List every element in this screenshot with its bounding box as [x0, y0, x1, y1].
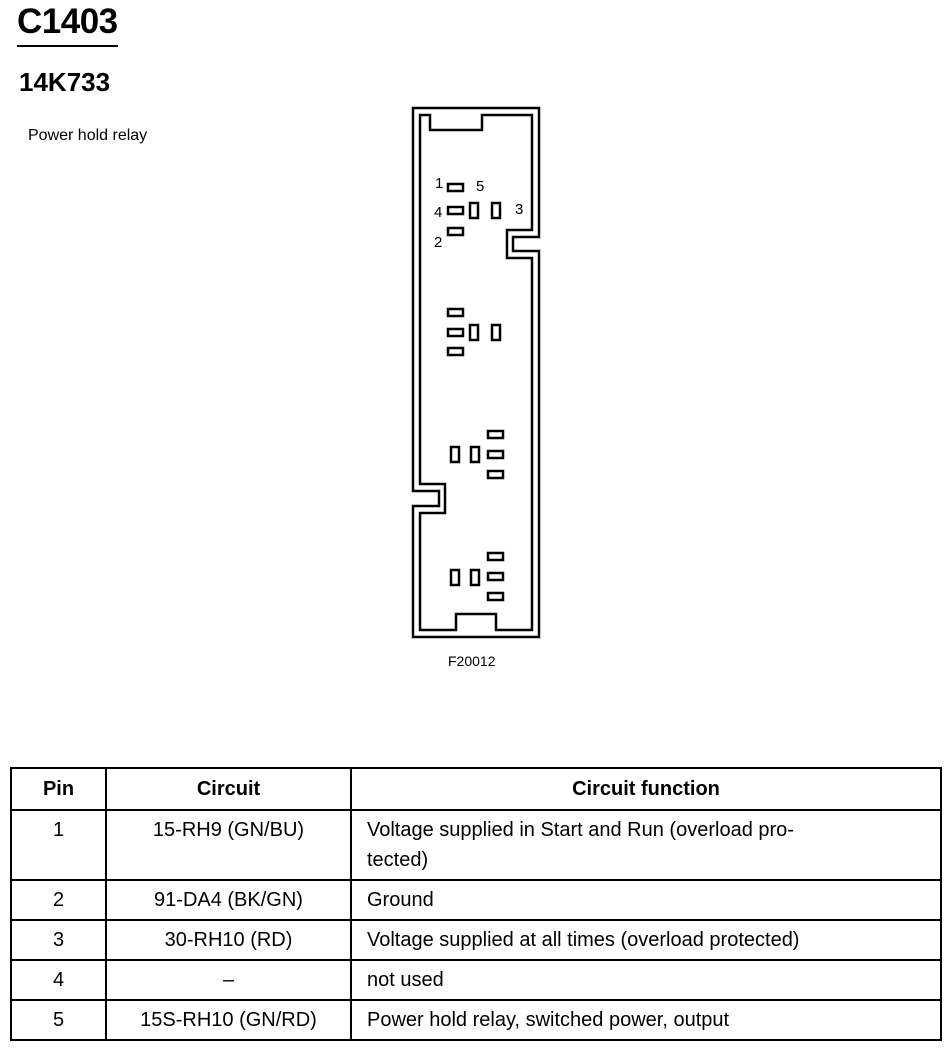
figure-id: F20012: [448, 653, 496, 669]
circuit-cell: 15S-RH10 (GN/RD): [105, 999, 352, 1041]
pin-label-2: 2: [434, 234, 442, 251]
function-cell: Ground: [350, 879, 942, 921]
table-row: 4 – not used: [10, 959, 942, 1001]
circuit-cell: 15-RH9 (GN/BU): [105, 809, 352, 881]
pin-cell: 2: [10, 879, 107, 921]
pin-cell: 5: [10, 999, 107, 1041]
function-cell: not used: [350, 959, 942, 1001]
pin-table: Pin Circuit Circuit function 1 15-RH9 (G…: [10, 767, 942, 1041]
connector-id: C1403: [17, 2, 118, 47]
pin-cell: 4: [10, 959, 107, 1001]
function-cell: Power hold relay, switched power, output: [350, 999, 942, 1041]
pin-label-4: 4: [434, 204, 442, 221]
cavity-group-1: [446, 182, 502, 237]
function-cell: Voltage supplied at all times (overload …: [350, 919, 942, 961]
pin-label-5: 5: [476, 178, 484, 195]
table-header-row: Pin Circuit Circuit function: [10, 767, 942, 811]
cavity-group-4: [449, 551, 505, 602]
circuit-cell: 91-DA4 (BK/GN): [105, 879, 352, 921]
circuit-cell: –: [105, 959, 352, 1001]
table-row: 3 30-RH10 (RD) Voltage supplied at all t…: [10, 919, 942, 961]
part-number: 14K733: [19, 67, 111, 97]
pin-label-1: 1: [435, 175, 443, 192]
table-row: 2 91-DA4 (BK/GN) Ground: [10, 879, 942, 921]
connector-outline: [411, 106, 541, 639]
connector-diagram: 1 5 4 3 2 F20012: [411, 106, 541, 669]
header-pin: Pin: [10, 767, 107, 811]
header-circuit: Circuit: [105, 767, 352, 811]
circuit-cell: 30-RH10 (RD): [105, 919, 352, 961]
pin-cell: 1: [10, 809, 107, 881]
cavity-group-3: [449, 429, 505, 480]
cavity-group-2: [446, 307, 502, 357]
pin-cell: 3: [10, 919, 107, 961]
table-row: 1 15-RH9 (GN/BU) Voltage supplied in Sta…: [10, 809, 942, 881]
table-row: 5 15S-RH10 (GN/RD) Power hold relay, swi…: [10, 999, 942, 1041]
header-circuit-function: Circuit function: [350, 767, 942, 811]
component-name: Power hold relay: [28, 127, 148, 144]
function-cell: Voltage supplied in Start and Run (overl…: [350, 809, 942, 881]
pin-label-3: 3: [515, 201, 523, 218]
